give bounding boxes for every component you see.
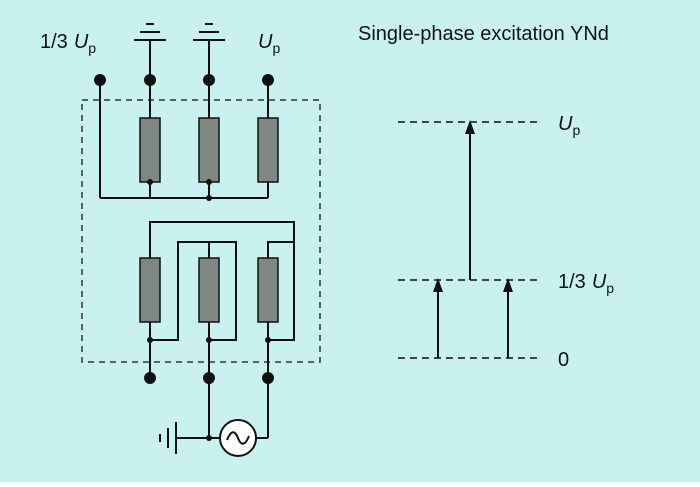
junction-dot [147, 179, 153, 185]
terminal-right-symbol: U [258, 31, 273, 53]
junction-dot [206, 179, 212, 185]
level-label-symbol: U [558, 113, 573, 135]
junction-dot [147, 337, 153, 343]
junction-dot [265, 337, 271, 343]
secondary-wiring [149, 221, 295, 378]
primary-winding [198, 117, 220, 183]
level-label-subscript: p [606, 280, 614, 296]
transformer-frame [81, 99, 321, 363]
primary-winding [257, 117, 279, 183]
ac-source-icon [219, 419, 257, 457]
terminal-dot [144, 372, 156, 384]
level-label-subscript: p [572, 122, 580, 138]
level-diagram: Up 1/3 Up 0 [398, 113, 614, 371]
terminal-left-label: 1/3 Up [40, 31, 96, 56]
ground-icon [159, 422, 177, 454]
junction-dot [206, 435, 212, 441]
primary-winding [139, 117, 161, 183]
secondary-winding [257, 257, 279, 323]
arrow-up-icon [465, 120, 475, 280]
diagram-title: Single-phase excitation YNd [358, 23, 609, 45]
level-label-symbol: U [592, 271, 607, 293]
arrow-up-icon [503, 278, 513, 358]
level-label-third: 1/3 Up [558, 271, 614, 296]
supply-wiring [176, 378, 269, 439]
primary-wiring [99, 80, 269, 199]
terminal-left-prefix: 1/3 [40, 31, 68, 53]
terminal-left-symbol: U [74, 31, 89, 53]
level-label-zero: 0 [558, 349, 569, 371]
terminal-left-subscript: p [88, 40, 96, 56]
junction-dot [206, 195, 212, 201]
arrow-up-icon [433, 278, 443, 358]
ground-icon [134, 23, 166, 78]
terminal-right-subscript: p [272, 40, 280, 56]
secondary-winding [139, 257, 161, 323]
secondary-winding [198, 257, 220, 323]
junction-dot [206, 337, 212, 343]
level-label-prefix: 1/3 [558, 271, 586, 293]
level-label-up: Up [558, 113, 580, 138]
terminal-right-label: Up [258, 31, 280, 56]
ground-icon [193, 23, 225, 78]
